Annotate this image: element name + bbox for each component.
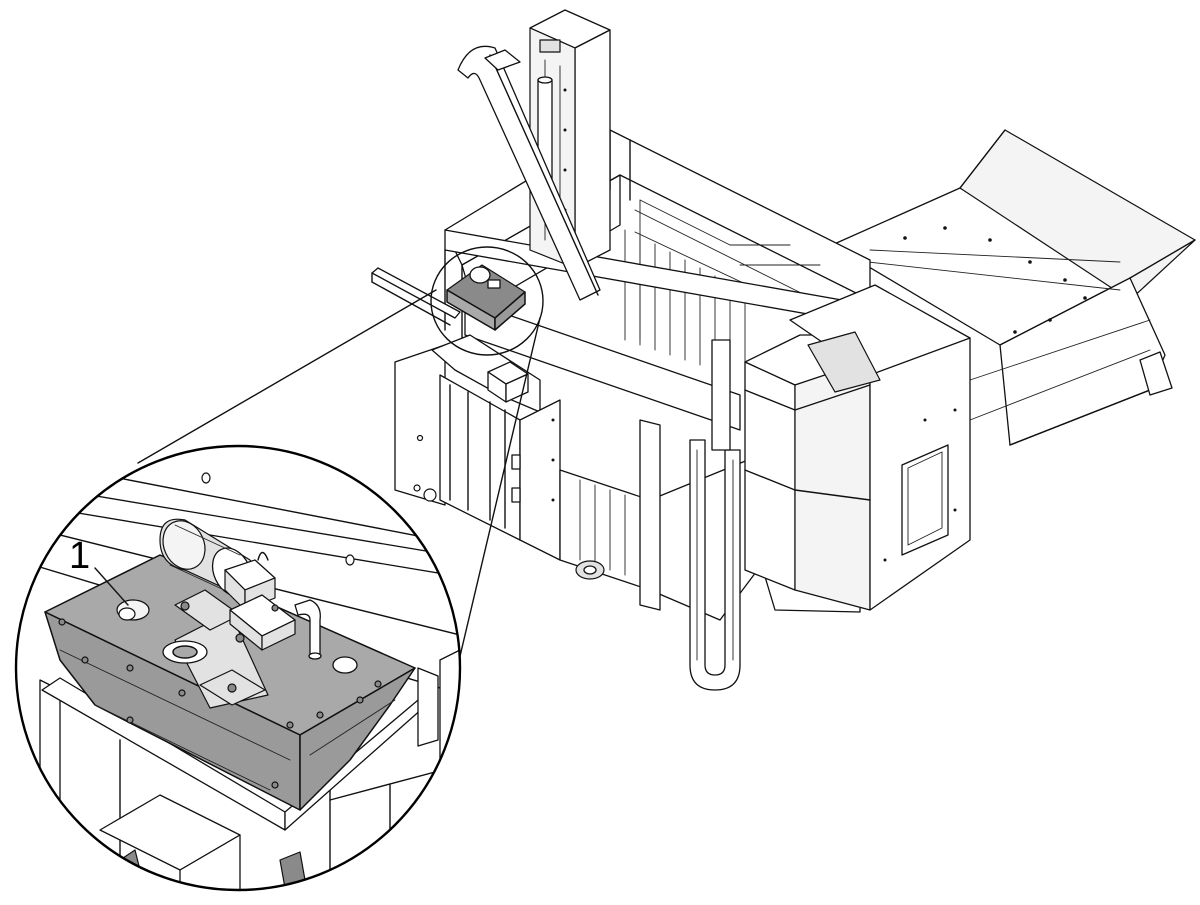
vertical-cable-chain bbox=[689, 339, 741, 691]
cable-arm bbox=[457, 45, 601, 301]
electrical-cabinet bbox=[394, 334, 561, 561]
machine-assembly bbox=[371, 9, 1196, 691]
magnified-detail-view bbox=[14, 444, 462, 892]
small-detail-area bbox=[446, 264, 526, 331]
detail-indicator-circle bbox=[430, 246, 544, 356]
reservoir-tank bbox=[44, 554, 416, 811]
central-enclosure bbox=[744, 284, 971, 611]
magnifier-circle bbox=[14, 444, 462, 892]
magnifier-leaders bbox=[137, 289, 541, 691]
pump-motor bbox=[159, 518, 322, 660]
callout-leader-1 bbox=[94, 567, 129, 606]
discharge-table bbox=[831, 129, 1196, 446]
callout-label-1: 1 bbox=[69, 535, 90, 577]
left-arm bbox=[371, 267, 461, 326]
